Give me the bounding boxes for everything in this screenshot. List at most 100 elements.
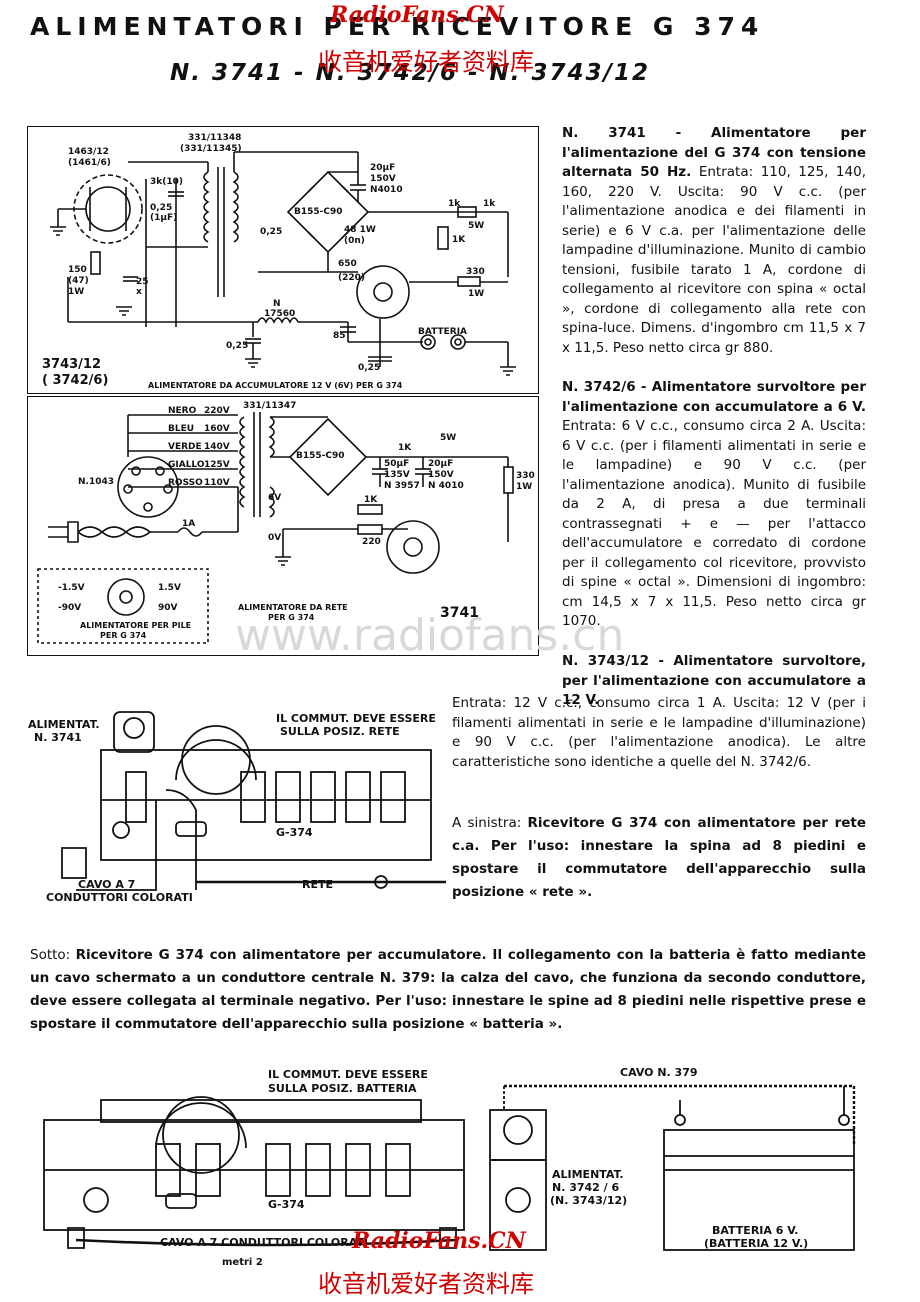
desc-3742: N. 3742/6 - Alimentatore survoltore per …: [562, 378, 866, 632]
desc-3742-title: N. 3742/6 - Alimentatore survoltore per …: [562, 379, 866, 415]
label-c025c: 0,25: [358, 363, 381, 373]
label-r650b: (220): [338, 273, 366, 283]
schematic-caption: ALIMENTATORE DA ACCUMULATORE 12 V (6V) P…: [148, 381, 403, 390]
label-c2: 0,25: [150, 203, 173, 213]
schematic-accumulator: 1463/12 (1461/6) 331/11348 (331/11345) 3…: [27, 126, 539, 394]
label-batteria-2: (BATTERIA 12 V.): [704, 1237, 809, 1250]
label-r1k: 1k: [448, 199, 461, 209]
label-cap20: 20µF: [370, 163, 396, 173]
label-c20: 20µF: [428, 459, 454, 469]
watermark-bottom: RadioFans.CN: [352, 1228, 526, 1254]
label-cap20b: 150V: [370, 174, 396, 184]
desc-3741-body: Entrata: 110, 125, 140, 160, 220 V. Usci…: [562, 164, 866, 356]
label-commutatore: IL COMMUT. DEVE ESSERE: [276, 712, 436, 725]
label-r1kv: 1K: [452, 235, 466, 245]
page-subtitle: N. 3741 - N. 3742/6 - N. 3743/12: [170, 60, 650, 86]
schematic-model-3741: 3741: [440, 605, 479, 621]
label-r330-mains: 330: [516, 471, 535, 481]
label-6v: 6V: [268, 493, 282, 503]
caption-left-prefix: A sinistra:: [452, 815, 528, 831]
label-r330: 330: [466, 267, 485, 277]
label-cavo: CAVO A 7: [78, 878, 136, 891]
page-title: ALIMENTATORI PER RICEVITORE G 374: [30, 12, 765, 41]
label-vibrator-alt: (1461/6): [68, 158, 111, 168]
wire-volt-2: 160V: [204, 424, 230, 434]
caption-left-figure: A sinistra: Ricevitore G 374 con aliment…: [452, 812, 866, 904]
label-model-g374: G-374: [276, 826, 313, 839]
label-r1kb-mains: 1K: [364, 495, 378, 505]
label-inductor-number: 17560: [264, 309, 296, 319]
label-c3b: x: [136, 287, 142, 297]
caption-below-body: Ricevitore G 374 con alimentatore per ac…: [30, 947, 866, 1032]
label-transformer-mains: 331/11347: [243, 401, 297, 411]
schematic-mains: N.1043 331/11347 NERO 220V BLEU 160V VER…: [27, 396, 539, 656]
label-c2b: (1µF): [150, 213, 178, 223]
wire-color-5: ROSSO: [168, 478, 203, 488]
label-vibrator: 1463/12: [68, 147, 109, 157]
label-fuse: 1A: [182, 519, 196, 529]
label-transformer: 331/11348: [188, 133, 242, 143]
desc-3741: N. 3741 - Alimentatore per l'alimentazio…: [562, 124, 866, 358]
wire-volt-5: 110V: [204, 478, 230, 488]
label-r220-mains: 220: [362, 537, 381, 547]
desc-3741-title: N. 3741 - Alimentatore per l'alimentazio…: [562, 125, 866, 180]
drawing-receiver-mains-svg: [61, 711, 446, 891]
label-r1k2: 1k: [483, 199, 496, 209]
caption-below-prefix: Sotto:: [30, 947, 76, 963]
caption-rete: ALIMENTATORE DA RETE: [238, 603, 348, 612]
drawing-receiver-mains: ALIMENTAT. N. 3741 IL COMMUT. DEVE ESSER…: [26, 700, 446, 910]
wire-color-3: VERDE: [168, 442, 202, 452]
label-model-g374-bottom: G-374: [268, 1198, 305, 1211]
label-r48: 48 1W: [344, 225, 376, 235]
label-r1c: 1W: [68, 287, 85, 297]
schematic-model-number: 3743/12: [42, 357, 102, 372]
label-alimentat: ALIMENTAT.: [28, 718, 100, 731]
drawing-battery-supply: CAVO N. 379 ALIMENTAT. N. 3742 / 6 (N. 3…: [484, 1060, 874, 1260]
desc-3743-title: N. 3743/12 - Alimentatore survoltore, pe…: [562, 653, 866, 708]
label-cap20c: N4010: [370, 185, 403, 195]
label-cavo-bottom: CAVO A 7 CONDUTTORI COLORATI: [160, 1236, 368, 1249]
wire-color-2: BLEU: [168, 424, 195, 434]
label-cavo-379: CAVO N. 379: [620, 1066, 698, 1079]
wire-volt-3: 140V: [204, 442, 230, 452]
label-r1: 150: [68, 265, 87, 275]
drawing-receiver-battery-svg: [43, 1096, 465, 1249]
label-batteria: BATTERIA 6 V.: [712, 1224, 799, 1237]
label-r5w-mains: 5W: [440, 433, 457, 443]
label-commutatore-2: SULLA POSIZ. RETE: [280, 725, 400, 738]
label-c1: 3k(10): [150, 177, 183, 187]
watermark-middle: www.radiofans.cn: [235, 610, 625, 661]
label-alimentat-number: N. 3741: [34, 731, 82, 744]
label-r1k-mains: 1K: [398, 443, 412, 453]
pin-label-2: 1.5V: [158, 583, 181, 593]
caption-rete-2: PER G 374: [268, 613, 315, 622]
schematic-model-number-alt: ( 3742/6): [42, 373, 109, 388]
label-c50b: 135V: [384, 470, 410, 480]
caption-pile-2: PER G 374: [100, 631, 147, 640]
wire-volt-4: 125V: [204, 460, 230, 470]
label-metri: metri 2: [222, 1257, 263, 1268]
wire-volt-1: 220V: [204, 406, 230, 416]
label-r330b-mains: 1W: [516, 482, 533, 492]
desc-3743: N. 3743/12 - Alimentatore survoltore, pe…: [562, 652, 866, 711]
label-r48b: (0n): [344, 236, 365, 246]
label-r1b: (47): [68, 276, 89, 286]
label-battery: BATTERIA: [418, 327, 468, 337]
label-r5w: 5W: [468, 221, 485, 231]
desc-3743-continued: Entrata: 12 V c.c., consumo circa 1 A. U…: [452, 694, 866, 772]
watermark-top: RadioFans.CN: [330, 2, 504, 28]
label-0v: 0V: [268, 533, 282, 543]
label-c025: 0,25: [260, 227, 283, 237]
label-rectifier: B155-C90: [294, 207, 343, 217]
label-inductor: N: [273, 299, 281, 309]
label-n1043: N.1043: [78, 477, 114, 487]
label-r330b: 1W: [468, 289, 485, 299]
schematic-mains-drawing: [37, 412, 514, 644]
label-alimentat-bottom: ALIMENTAT.: [552, 1168, 624, 1181]
label-c20b: 150V: [428, 470, 454, 480]
watermark-bottom-cn: 收音机爱好者资料库: [318, 1270, 534, 1298]
label-c50c: N 3957: [384, 481, 420, 491]
desc-3743-body: Entrata: 12 V c.c., consumo circa 1 A. U…: [452, 695, 866, 770]
label-r650: 650: [338, 259, 357, 269]
label-c3: 25: [136, 277, 149, 287]
